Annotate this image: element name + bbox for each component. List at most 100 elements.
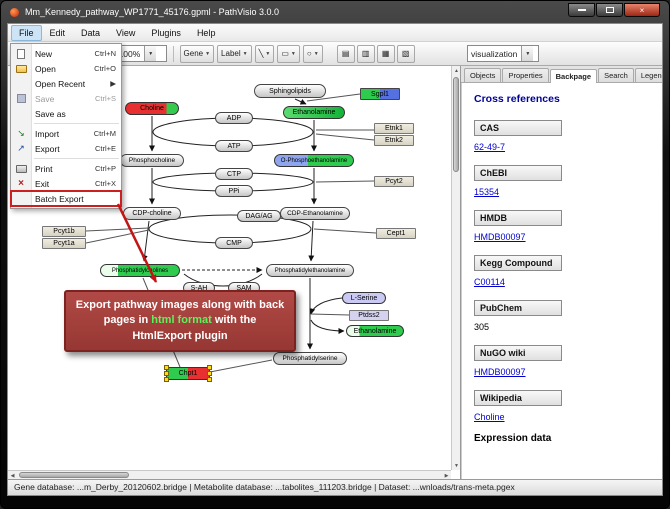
selection-handle[interactable] <box>164 370 169 376</box>
pathway-node-ppi[interactable]: PPi <box>215 185 253 197</box>
pathway-node-etnk1[interactable]: Etnk1 <box>374 123 414 134</box>
pathway-node-cdp-choline[interactable]: CDP-choline <box>123 207 181 220</box>
menu-item-batch-export[interactable]: Batch Export <box>10 190 122 207</box>
xref-link[interactable]: HMDB00097 <box>474 232 526 242</box>
node-label: Etnk2 <box>385 137 403 144</box>
pathway-node-cdp-ethanolamine[interactable]: CDP-Ethanolamine <box>280 207 350 220</box>
menu-item-save[interactable]: Save Ctrl+S <box>11 91 121 106</box>
scroll-up-icon[interactable]: ▲ <box>454 67 459 74</box>
pathway-node-o-phosphoethanolamine[interactable]: O-Phosphoethanolamine <box>274 154 354 167</box>
pathway-node-atp[interactable]: ATP <box>215 140 253 152</box>
label-tool-button-label: Label <box>221 49 241 58</box>
tab-objects[interactable]: Objects <box>464 68 502 82</box>
menu-file[interactable]: File <box>11 24 42 41</box>
pathway-node-cmp[interactable]: CMP <box>215 237 253 249</box>
selection-handle[interactable] <box>207 365 212 370</box>
pathway-node-dag-ag[interactable]: DAG/AG <box>237 210 281 222</box>
zoom-select[interactable]: 100% ▼ <box>114 45 167 62</box>
selection-handle[interactable] <box>164 377 169 382</box>
menu-help[interactable]: Help <box>196 27 216 38</box>
ellipse-tool-button[interactable]: ○▼ <box>302 44 323 63</box>
selection-handle[interactable] <box>164 365 169 370</box>
pathway-node-ctp[interactable]: CTP <box>215 168 253 180</box>
pathway-node-phosphatidylcholines[interactable]: Phosphatidylcholines <box>100 264 180 277</box>
xref-link[interactable]: HMDB00097 <box>474 367 526 377</box>
title-bar[interactable]: Mm_Kennedy_pathway_WP1771_45176.gpml - P… <box>1 1 669 23</box>
pathway-node-pcyt1b[interactable]: Pcyt1b <box>42 226 86 237</box>
label-tool-button[interactable]: Label▼ <box>217 44 252 63</box>
pathway-node-choline[interactable]: Choline <box>125 102 179 115</box>
pathway-node-pcyt1a[interactable]: Pcyt1a <box>42 238 86 249</box>
xref-link[interactable]: Choline <box>474 412 505 422</box>
pathway-node-phosphatidylserine[interactable]: Phosphatidylserine <box>273 352 347 365</box>
common-height-button[interactable]: ▧ <box>396 44 415 63</box>
xref-link[interactable]: C00114 <box>474 277 505 287</box>
pathway-node-sphingolipids[interactable]: Sphingolipids <box>254 84 326 98</box>
xref-link[interactable]: 15354 <box>474 187 500 197</box>
selection-handle[interactable] <box>207 370 212 376</box>
node-label: O-Phosphoethanolamine <box>280 157 348 164</box>
common-width-button[interactable]: ▦ <box>376 44 395 63</box>
pathway-node-phosphatidylethanolamine[interactable]: Phosphatidylethanolamine <box>266 264 354 277</box>
pathway-node-chpt1[interactable]: Chpt1 <box>164 365 212 382</box>
menu-view[interactable]: View <box>116 27 136 38</box>
menu-shortcut: Ctrl+S <box>94 94 116 103</box>
canvas-vertical-scrollbar[interactable]: ▲ ▼ <box>451 66 460 470</box>
menu-shortcut: Ctrl+E <box>94 144 116 153</box>
toolbar-separator <box>172 45 174 62</box>
datanode-gene-button-label: Gene <box>183 49 204 58</box>
menu-data[interactable]: Data <box>81 27 101 38</box>
datanode-gene-button[interactable]: Gene▼ <box>179 44 215 63</box>
pathway-node-adp[interactable]: ADP <box>215 112 253 124</box>
window-controls: × <box>568 3 660 17</box>
tab-legend[interactable]: Legend <box>634 68 662 82</box>
visualization-select[interactable]: visualization ▼ <box>467 45 539 62</box>
close-button[interactable]: × <box>624 3 660 17</box>
pathway-node-ptdss2[interactable]: Ptdss2 <box>349 310 389 321</box>
menu-item-open-recent[interactable]: Open Recent▶ <box>11 76 121 91</box>
align-horizontal-button[interactable]: ▤ <box>336 44 355 63</box>
maximize-button[interactable] <box>596 3 623 17</box>
rect-tool-button[interactable]: ▭▼ <box>277 44 300 63</box>
align-vertical-button[interactable]: ▥ <box>356 44 375 63</box>
export-icon <box>11 143 31 154</box>
node-label: Pcyt1a <box>53 240 75 247</box>
pathway-node-ethanolamine[interactable]: Ethanolamine <box>346 325 404 337</box>
scroll-left-icon[interactable]: ◀ <box>10 472 15 479</box>
node-label: Phosphatidylethanolamine <box>274 267 346 274</box>
node-label: Pcyt2 <box>385 178 403 185</box>
pathway-node-etnk2[interactable]: Etnk2 <box>374 135 414 146</box>
scrollbar-thumb[interactable] <box>453 77 459 172</box>
node-label: Chpt1 <box>178 370 198 377</box>
menu-item-save-as[interactable]: Save as <box>11 106 121 121</box>
menu-plugins[interactable]: Plugins <box>151 27 181 38</box>
xref-link[interactable]: 62-49-7 <box>474 142 506 152</box>
pathway-node-pcyt2[interactable]: Pcyt2 <box>374 176 414 187</box>
scrollbar-thumb[interactable] <box>19 472 129 478</box>
tab-search[interactable]: Search <box>598 68 634 82</box>
pathway-node-phosphocholine[interactable]: Phosphocholine <box>120 154 184 167</box>
scroll-down-icon[interactable]: ▼ <box>454 462 459 469</box>
submenu-arrow-icon: ▶ <box>110 79 116 88</box>
pathway-node-l-serine[interactable]: L-Serine <box>342 292 386 304</box>
tab-backpage[interactable]: Backpage <box>549 69 598 83</box>
minimize-button[interactable] <box>568 3 595 17</box>
tab-properties[interactable]: Properties <box>502 68 549 82</box>
pathway-node-sgpl1[interactable]: Sgpl1 <box>360 88 400 100</box>
scroll-right-icon[interactable]: ▶ <box>444 472 449 479</box>
menu-item-label: Save <box>35 93 55 104</box>
pathway-node-ethanolamine[interactable]: Ethanolamine <box>283 106 345 119</box>
menu-separator <box>11 156 121 161</box>
menu-edit[interactable]: Edit <box>49 27 66 38</box>
canvas-horizontal-scrollbar[interactable]: ◀ ▶ <box>8 470 451 479</box>
selection-handle[interactable] <box>207 377 212 382</box>
pathway-node-cept1[interactable]: Cept1 <box>376 228 416 239</box>
line-tool-button[interactable]: ╲▼ <box>254 44 275 63</box>
